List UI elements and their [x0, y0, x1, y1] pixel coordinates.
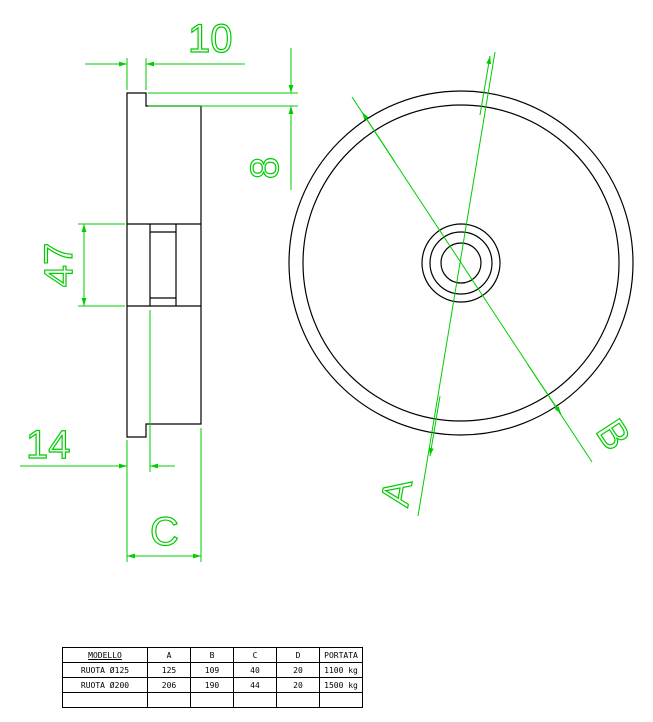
cell-c — [233, 692, 277, 708]
dimension-lines — [20, 48, 593, 562]
cell-portata: 1500 kg — [319, 677, 363, 693]
front-view — [288, 90, 634, 436]
table-row: RUOTA Ø200 206 190 44 20 1500 kg — [62, 677, 363, 693]
dim-label-c: C — [150, 510, 179, 554]
cell-b — [190, 692, 234, 708]
header-portata: PORTATA — [319, 647, 363, 663]
cell-d: 20 — [276, 662, 320, 678]
dim-label-47: 47 — [37, 243, 81, 288]
cell-c: 44 — [233, 677, 277, 693]
cell-b: 109 — [190, 662, 234, 678]
cell-d — [276, 692, 320, 708]
hub-outline — [127, 223, 201, 307]
side-view-outline — [126, 92, 202, 438]
table-row — [62, 692, 363, 708]
cell-portata: 1100 kg — [319, 662, 363, 678]
cell-a: 125 — [147, 662, 191, 678]
cell-model: RUOTA Ø125 — [62, 662, 148, 678]
header-modello: MODELLO — [62, 647, 148, 663]
bore — [440, 242, 482, 284]
side-view — [126, 92, 202, 438]
hub-outer — [421, 223, 501, 303]
cell-a: 206 — [147, 677, 191, 693]
cell-d: 20 — [276, 677, 320, 693]
spec-table: MODELLO A B C D PORTATA RUOTA Ø125 125 1… — [62, 647, 363, 708]
dim-label-14: 14 — [26, 423, 71, 467]
cell-model — [62, 692, 148, 708]
cell-b: 190 — [190, 677, 234, 693]
dim-label-10: 10 — [188, 17, 233, 61]
header-a: A — [147, 647, 191, 663]
outer-rim — [288, 90, 634, 436]
dim-label-8: 8 — [243, 157, 287, 179]
dim-label-a: A — [373, 475, 421, 509]
header-b: B — [190, 647, 234, 663]
table-header-row: MODELLO A B C D PORTATA — [62, 647, 363, 663]
cell-a — [147, 692, 191, 708]
tread-circle — [302, 104, 620, 422]
cell-c: 40 — [233, 662, 277, 678]
dim-label-b: B — [587, 412, 638, 458]
header-d: D — [276, 647, 320, 663]
table-row: RUOTA Ø125 125 109 40 20 1100 kg — [62, 662, 363, 678]
header-c: C — [233, 647, 277, 663]
hub-middle — [429, 231, 493, 295]
cell-model: RUOTA Ø200 — [62, 677, 148, 693]
cell-portata — [319, 692, 363, 708]
